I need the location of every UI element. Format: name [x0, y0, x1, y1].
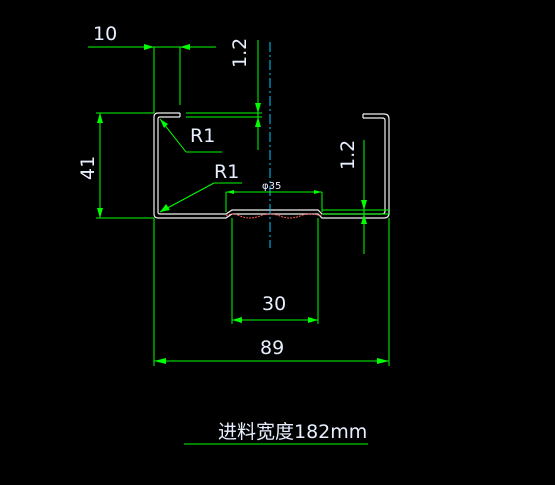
dim-height: 41 [77, 112, 154, 219]
profile-inner [157, 116, 386, 215]
dim-radius-top-label: R1 [190, 125, 215, 147]
caption-text: 进料宽度182mm [218, 421, 367, 443]
dim-groove-width: 30 [231, 218, 319, 324]
dim-thickness-top-label: 1.2 [229, 38, 251, 68]
dim-height-label: 41 [77, 156, 99, 180]
dim-radius-bottom-label: R1 [214, 161, 239, 183]
dim-thickness-right-label: 1.2 [337, 140, 359, 170]
dim-radius-bottom: R1 [159, 161, 242, 213]
dim-groove-width-label: 30 [262, 293, 286, 315]
dim-overall-width: 89 [153, 218, 390, 366]
profile-outer [153, 112, 390, 219]
dim-thickness-top: 1.2 [186, 38, 262, 150]
dim-thickness-right: 1.2 [322, 140, 390, 254]
dim-radius-top: R1 [159, 118, 222, 153]
dim-flange-width: 10 [88, 23, 216, 113]
dim-hole: φ35 [225, 181, 323, 212]
dim-overall-width-label: 89 [260, 337, 284, 359]
dim-hole-label: φ35 [262, 181, 281, 192]
dim-flange-width-label: 10 [93, 23, 117, 45]
channel-profile [153, 112, 390, 219]
caption-group: 进料宽度182mm [184, 421, 368, 445]
